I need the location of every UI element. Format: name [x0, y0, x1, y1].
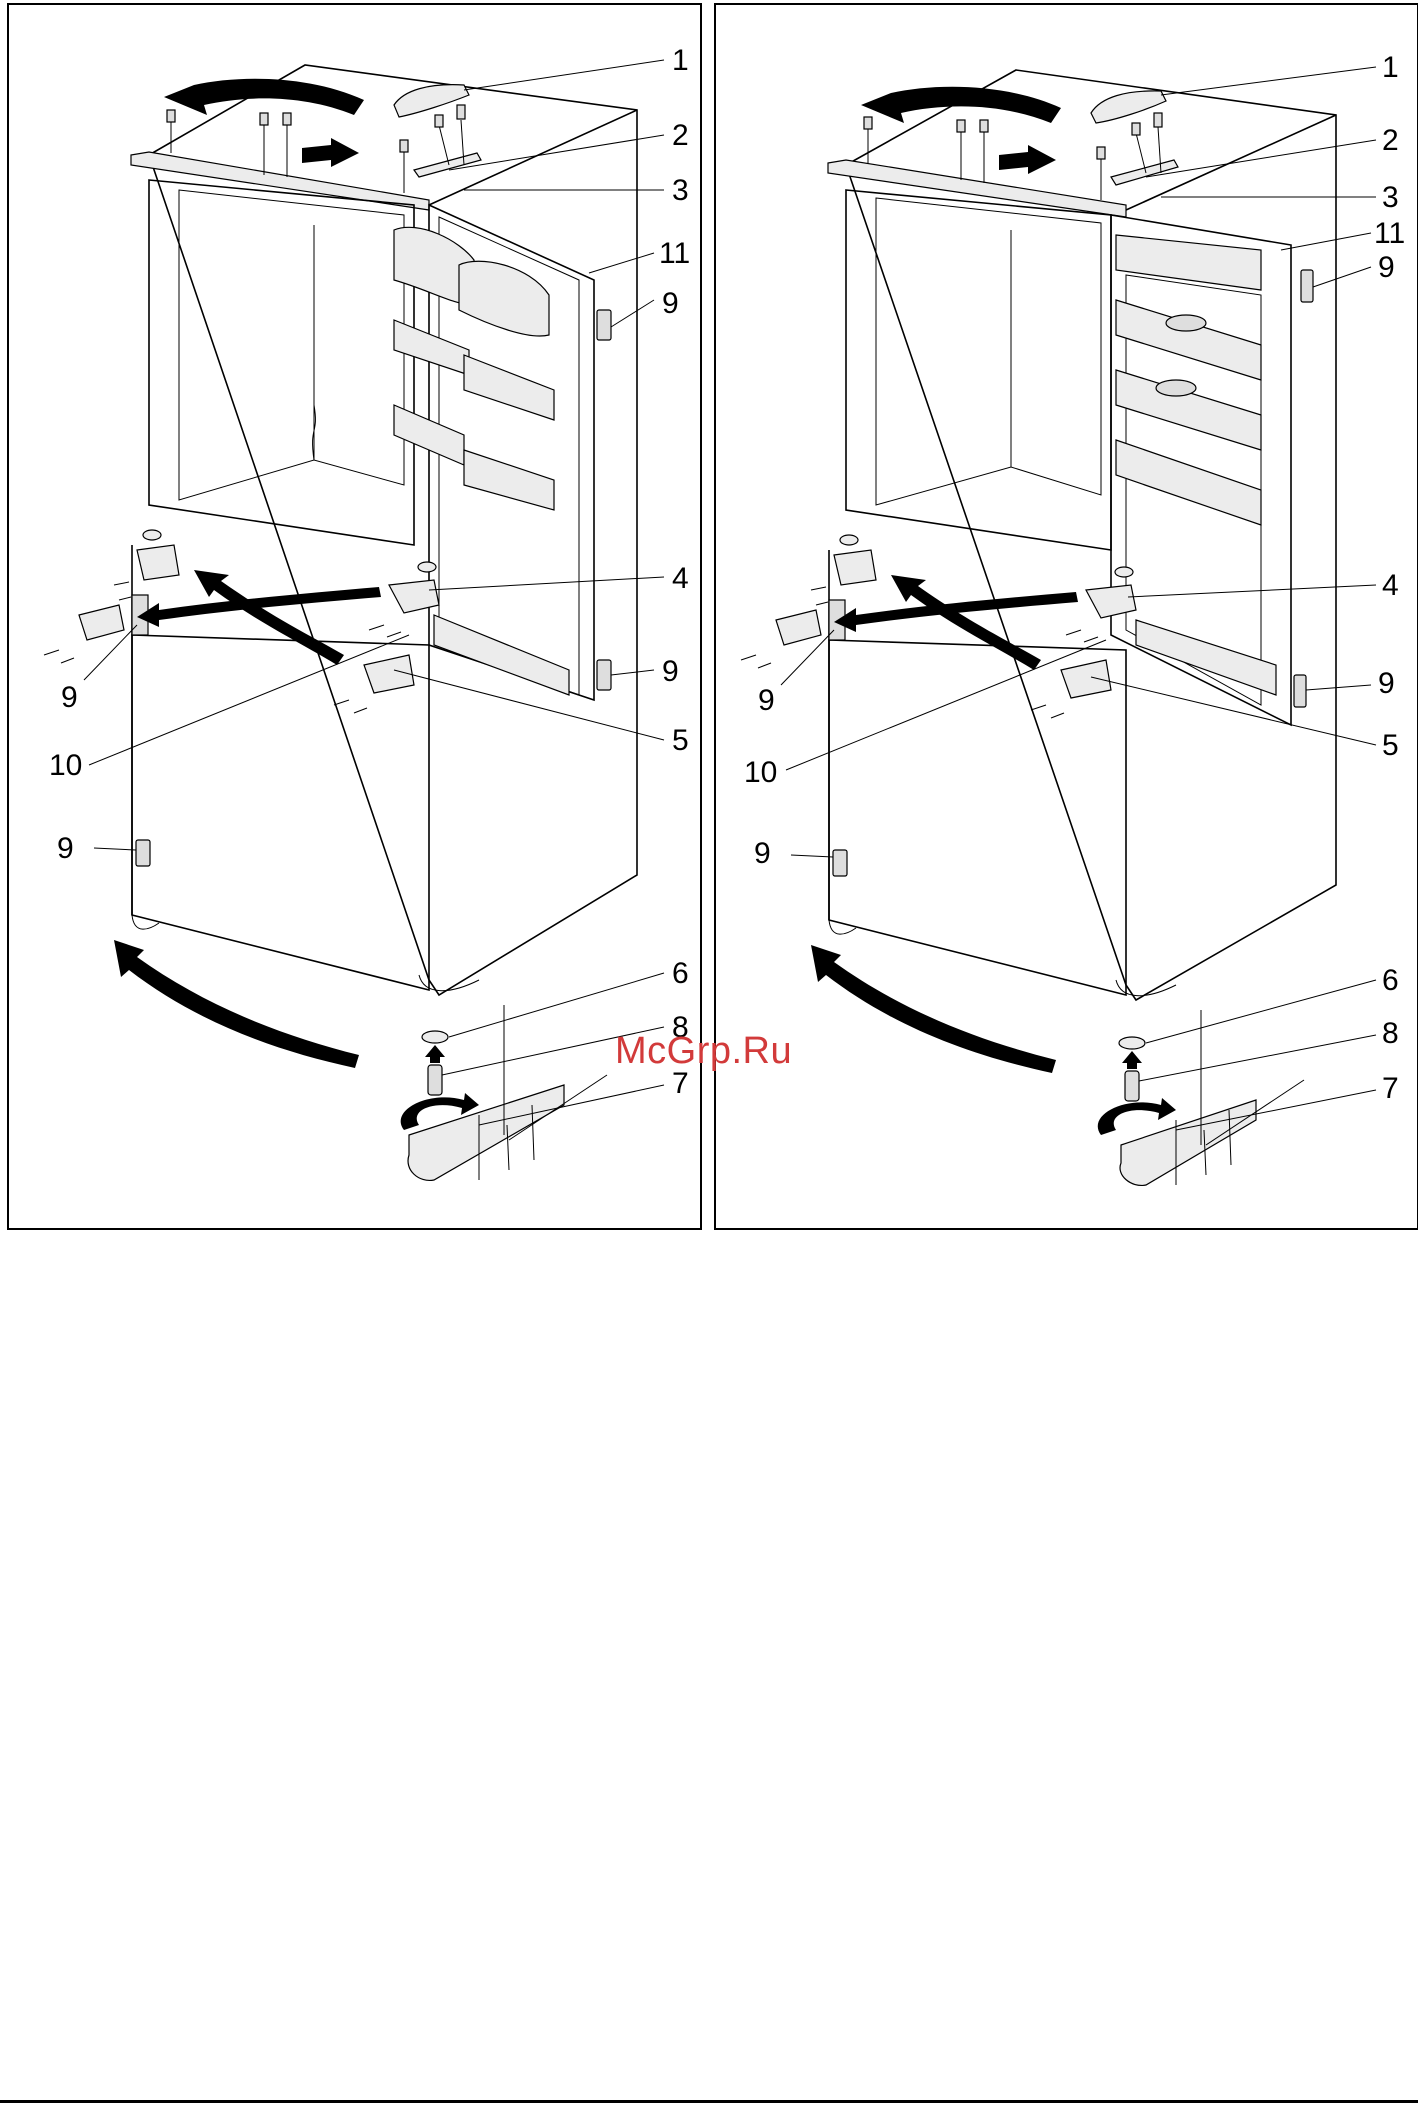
callout-9-left: 9	[758, 684, 775, 717]
callout-4: 4	[672, 562, 689, 595]
callout-9-top: 9	[662, 287, 679, 320]
fridge-door-reversal-diagram-right: 1 2 3 11 9 4 9 5 9 10 9 6 8 7	[716, 5, 1417, 1228]
callout-9-low: 9	[754, 837, 771, 870]
footer-divider	[0, 2100, 1418, 2103]
callout-11: 11	[1374, 217, 1405, 250]
callout-9-low: 9	[57, 832, 74, 865]
callout-9-mid: 9	[1378, 667, 1395, 700]
callout-9-top: 9	[1378, 251, 1395, 284]
callout-1: 1	[672, 44, 689, 77]
callout-10: 10	[49, 749, 82, 782]
callout-9-mid: 9	[662, 655, 679, 688]
screws-middle	[44, 582, 401, 713]
watermark-text: McGrp.Ru	[615, 1030, 792, 1073]
callout-3: 3	[1382, 181, 1399, 214]
callout-11: 11	[659, 237, 690, 270]
callout-7: 7	[1382, 1072, 1399, 1105]
figure-panel-left: 1 2 3 11 9 4 9 5 9 10 9 6 8 7	[7, 3, 702, 1230]
callout-5: 5	[672, 724, 689, 757]
callout-2: 2	[1382, 124, 1399, 157]
callout-2: 2	[672, 119, 689, 152]
callout-4: 4	[1382, 569, 1399, 602]
callout-1: 1	[1382, 51, 1399, 84]
callout-10: 10	[744, 756, 777, 789]
callout-6: 6	[1382, 964, 1399, 997]
figure-panel-right: 1 2 3 11 9 4 9 5 9 10 9 6 8 7	[714, 3, 1418, 1230]
fridge-door-reversal-diagram-left: 1 2 3 11 9 4 9 5 9 10 9 6 8 7	[9, 5, 700, 1228]
callout-5: 5	[1382, 729, 1399, 762]
callout-6: 6	[672, 957, 689, 990]
callout-8: 8	[1382, 1017, 1399, 1050]
callout-3: 3	[672, 174, 689, 207]
screws-middle-right	[741, 587, 1098, 718]
callout-9-left: 9	[61, 681, 78, 714]
